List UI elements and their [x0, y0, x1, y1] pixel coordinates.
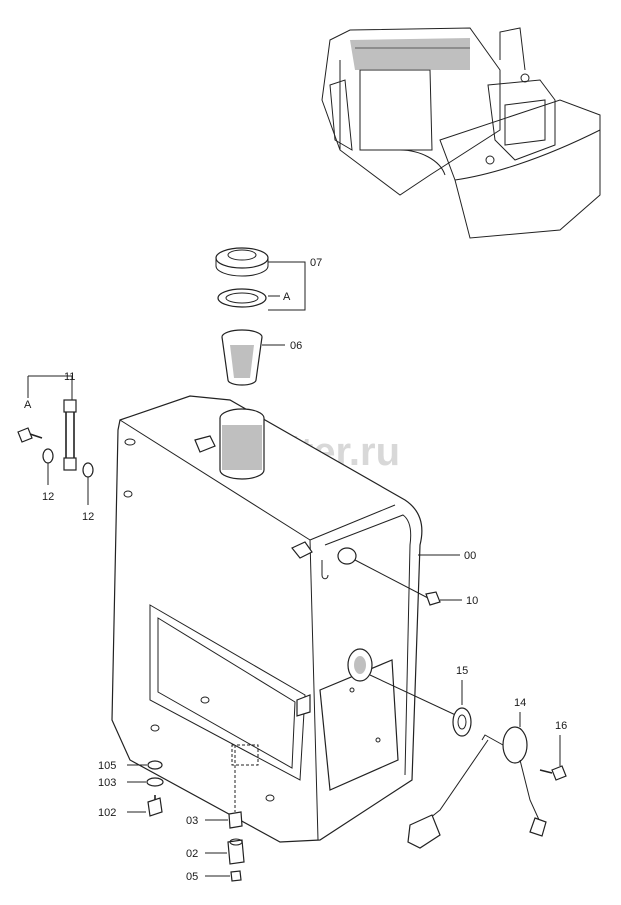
filler-gasket: [217, 288, 267, 308]
label-11: 11: [64, 371, 75, 383]
label-00: 00: [464, 550, 476, 562]
leader-10-link: [354, 559, 429, 599]
label-15: 15: [456, 665, 468, 677]
label-105: 105: [98, 760, 116, 772]
excavator-thumbnail: [321, 27, 601, 239]
fuel-sensor: [407, 726, 547, 849]
level-gauge: [27, 375, 77, 471]
label-a-gauge: A: [24, 399, 32, 411]
bolt-102: [147, 795, 163, 817]
label-03: 03: [186, 815, 198, 827]
leader-07: [268, 261, 306, 311]
label-14: 14: [514, 697, 526, 709]
bolt-16: [539, 765, 567, 781]
gasket-12b: [82, 462, 94, 478]
plug-10: [425, 591, 441, 606]
leader-15-link: [369, 674, 463, 719]
label-06: 06: [290, 340, 302, 352]
label-12b: 12: [82, 511, 94, 523]
label-02: 02: [186, 848, 198, 860]
filler-cap: [215, 247, 269, 277]
label-07: 07: [310, 257, 322, 269]
strainer: [221, 329, 263, 386]
drain-plug-05: [230, 870, 242, 882]
label-103: 103: [98, 777, 116, 789]
washer-103: [146, 777, 164, 787]
label-12a: 12: [42, 491, 54, 503]
fuel-tank: [111, 395, 423, 843]
gauge-bolt: [17, 427, 43, 443]
label-16: 16: [555, 720, 567, 732]
drain-plug-02: [227, 838, 245, 865]
label-a-cap: A: [283, 291, 291, 303]
gasket-12a: [42, 448, 54, 464]
label-10: 10: [466, 595, 478, 607]
label-102: 102: [98, 807, 116, 819]
drain-cock-03: [228, 811, 243, 829]
sensor-gasket-15: [452, 707, 472, 737]
washer-105: [147, 760, 163, 770]
label-05: 05: [186, 871, 198, 883]
